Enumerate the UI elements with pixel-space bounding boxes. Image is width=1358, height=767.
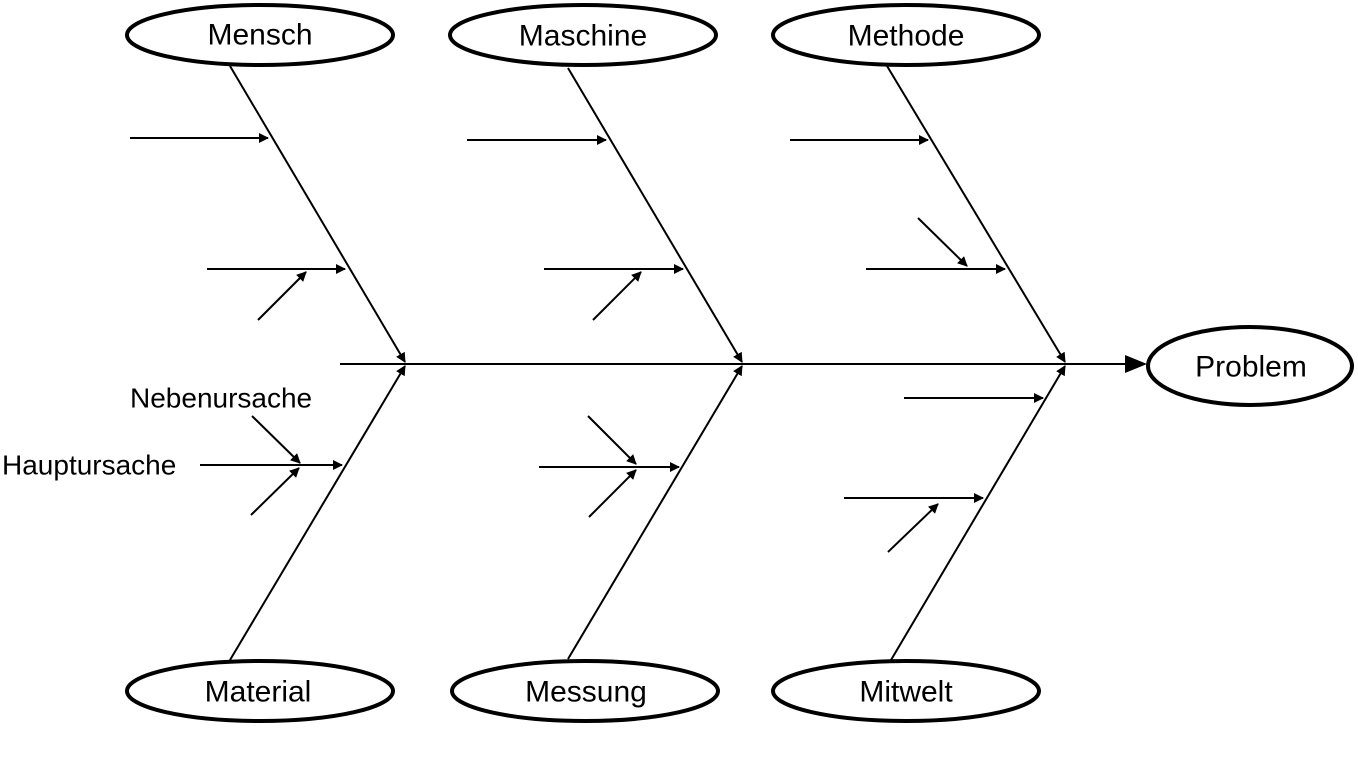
- category-mitwelt-oval: [771, 659, 1041, 723]
- category-material-oval: [125, 659, 395, 723]
- rib-maschine: [567, 67, 743, 363]
- subcause-arrow: [257, 271, 307, 321]
- subcause-arrow: [592, 271, 642, 321]
- category-mensch-oval: [125, 3, 395, 67]
- annotation-nebenursache: Nebenursache: [130, 383, 312, 414]
- category-maschine-oval: [448, 3, 718, 67]
- problem-label: Problem: [1195, 351, 1307, 384]
- problem-oval: [1146, 325, 1354, 407]
- rib-mitwelt: [890, 365, 1066, 661]
- subcause-arrow: [250, 467, 300, 516]
- rib-material: [229, 365, 406, 661]
- category-label-maschine: Maschine: [519, 20, 647, 53]
- category-messung-oval: [450, 659, 720, 723]
- category-label-material: Material: [205, 676, 312, 709]
- rib-messung: [567, 365, 743, 660]
- category-methode-oval: [771, 3, 1041, 67]
- subcause-arrow: [588, 469, 637, 518]
- subcause-arrow: [587, 415, 637, 465]
- category-label-mensch: Mensch: [207, 19, 312, 52]
- rib-mensch: [229, 65, 406, 363]
- category-label-mitwelt: Mitwelt: [859, 676, 953, 709]
- annotation-hauptursache: Hauptursache: [2, 450, 176, 481]
- category-label-methode: Methode: [848, 20, 965, 53]
- subcause-arrow: [251, 415, 301, 464]
- subcause-arrow: [917, 217, 968, 267]
- category-label-messung: Messung: [525, 676, 647, 709]
- subcause-arrow: [887, 503, 939, 553]
- rib-methode: [886, 65, 1066, 363]
